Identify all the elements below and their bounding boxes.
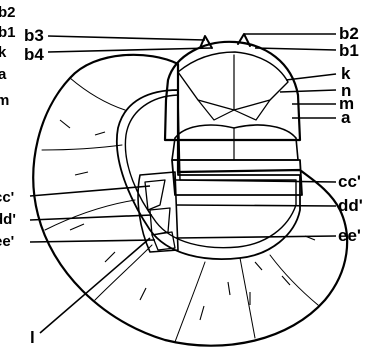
label-b3: b3 bbox=[24, 26, 44, 45]
label-dd-right: dd' bbox=[338, 196, 363, 215]
leaders-right bbox=[176, 34, 336, 238]
label-a-right: a bbox=[341, 108, 351, 127]
label-cc-right: cc' bbox=[338, 172, 361, 191]
label-k-left: k bbox=[0, 44, 7, 61]
label-cc-left: cc' bbox=[0, 189, 14, 206]
label-b1-left: b1 bbox=[0, 24, 16, 41]
setae bbox=[60, 120, 315, 320]
label-a-left: a bbox=[0, 66, 7, 83]
label-l: l bbox=[30, 328, 35, 347]
label-ee-right: ee' bbox=[338, 226, 361, 245]
label-b1-right: b1 bbox=[339, 41, 359, 60]
label-ee-left: ee' bbox=[0, 233, 14, 250]
larva-body bbox=[33, 55, 347, 346]
thorax-segment bbox=[172, 160, 302, 195]
label-b2-left: b2 bbox=[0, 4, 16, 21]
label-m-left: m bbox=[0, 92, 9, 109]
label-b4: b4 bbox=[24, 45, 44, 64]
label-dd-left: dd' bbox=[0, 211, 16, 228]
head-capsule bbox=[165, 34, 300, 160]
